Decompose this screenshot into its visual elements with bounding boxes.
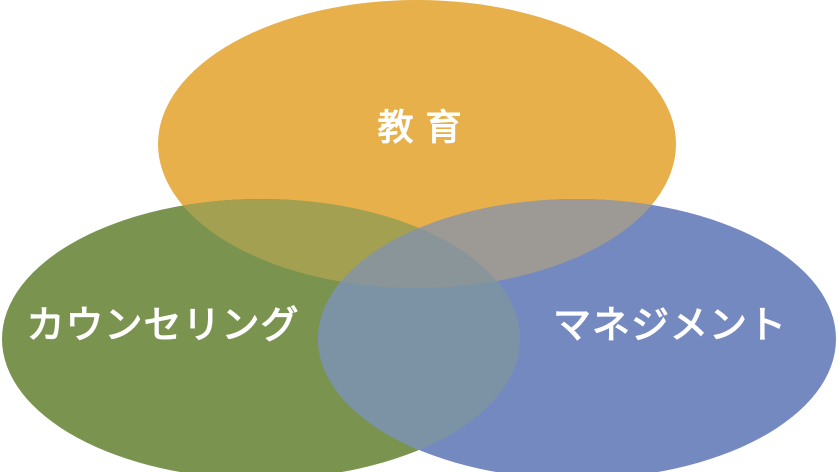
- education-label: 教 育: [377, 107, 462, 148]
- counseling-label: カウンセリング: [26, 305, 299, 347]
- all-three-overlap: [318, 199, 520, 288]
- management-label: マネジメント: [553, 305, 787, 347]
